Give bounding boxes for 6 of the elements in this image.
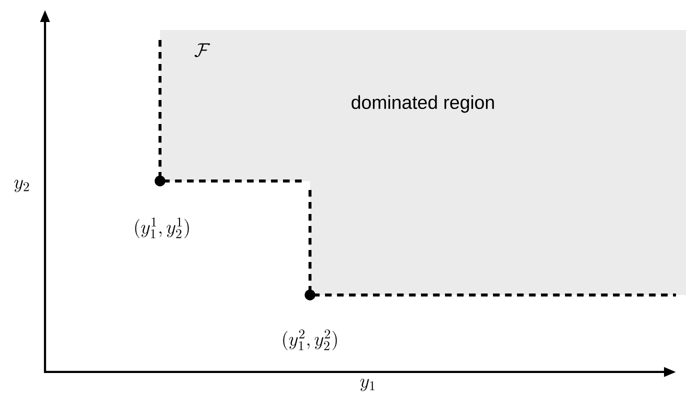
point-label: $(y_1^2, y_2^2)$ <box>283 330 337 350</box>
set-symbol: $\mathcal{F}$ <box>194 43 210 58</box>
point-label: $(y_1^1, y_2^1)$ <box>135 218 189 238</box>
axis-label: $y_2$ <box>14 180 29 192</box>
region-label: dominated region <box>352 95 494 113</box>
axis-label: $y_1$ <box>360 378 374 392</box>
